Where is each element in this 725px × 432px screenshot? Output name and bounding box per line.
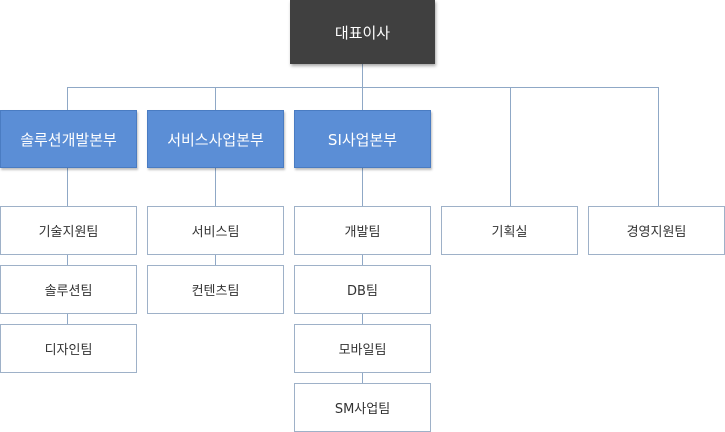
division-si-business: SI사업본부 (294, 110, 431, 168)
team-box: 디자인팀 (0, 324, 137, 373)
connector-root-stem (362, 64, 363, 87)
unit-planning-office: 기획실 (441, 206, 578, 255)
team-box: SM사업팀 (294, 383, 431, 432)
connector-top-bar (67, 87, 659, 88)
team-box: DB팀 (294, 265, 431, 314)
connector-drop-div-1 (215, 87, 216, 110)
team-box: 기술지원팀 (0, 206, 137, 255)
team-box: 모바일팀 (294, 324, 431, 373)
team-box: 컨텐츠팀 (147, 265, 284, 314)
connector-drop-div-0 (67, 87, 68, 110)
team-box: 솔루션팀 (0, 265, 137, 314)
unit-management-support: 경영지원팀 (588, 206, 725, 255)
ceo-box: 대표이사 (290, 0, 435, 64)
connector-col-0 (67, 168, 68, 348)
team-box: 개발팀 (294, 206, 431, 255)
team-box: 서비스팀 (147, 206, 284, 255)
connector-drop-unit-0 (510, 87, 511, 206)
connector-drop-div-2 (362, 87, 363, 110)
division-service-business: 서비스사업본부 (147, 110, 284, 168)
connector-drop-unit-1 (658, 87, 659, 206)
division-solution-dev: 솔루션개발본부 (0, 110, 137, 168)
